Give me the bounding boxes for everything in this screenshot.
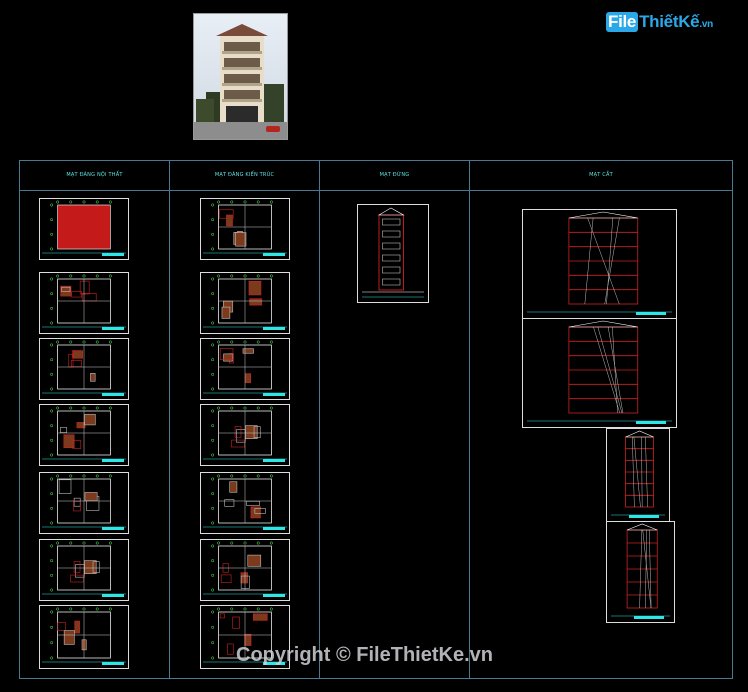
floor-plan-sheet[interactable]	[39, 404, 129, 466]
floor-plan-sheet[interactable]	[39, 472, 129, 534]
section-sheet[interactable]	[522, 209, 677, 319]
header-interior-plans: MẠT ĐÀNG NỘI THẤT	[66, 172, 123, 178]
logo-domain-text: .vn	[699, 19, 713, 30]
section-sheet[interactable]	[606, 428, 670, 522]
header-sections: MẠT CẮT	[589, 172, 613, 178]
logo-rest-text: ThiếtKế	[639, 12, 700, 31]
floor-plan-sheet[interactable]	[39, 198, 129, 260]
floor-plan-sheet[interactable]	[39, 338, 129, 400]
header-elevation: MẠT ĐỨNG	[379, 172, 410, 178]
building-render-image	[193, 13, 288, 140]
section-sheet[interactable]	[522, 318, 677, 428]
copyright-watermark: Copyright © FileThietKe.vn	[236, 644, 493, 666]
floor-plan-sheet[interactable]	[39, 605, 129, 669]
floor-plan-sheet[interactable]	[200, 272, 290, 334]
floor-plan-sheet[interactable]	[39, 272, 129, 334]
logo-file-text: File	[606, 12, 639, 32]
floor-plan-sheet[interactable]	[200, 404, 290, 466]
elevation-sheet[interactable]	[357, 204, 429, 303]
floor-plan-sheet[interactable]	[200, 338, 290, 400]
floor-plan-sheet[interactable]	[200, 198, 290, 260]
header-architectural-plans: MẠT ĐÀNG KIẾN TRÚC	[214, 172, 275, 178]
section-sheet[interactable]	[606, 521, 675, 623]
floor-plan-sheet[interactable]	[200, 605, 290, 669]
floor-plan-sheet[interactable]	[39, 539, 129, 601]
floor-plan-sheet[interactable]	[200, 472, 290, 534]
floor-plan-sheet[interactable]	[200, 539, 290, 601]
